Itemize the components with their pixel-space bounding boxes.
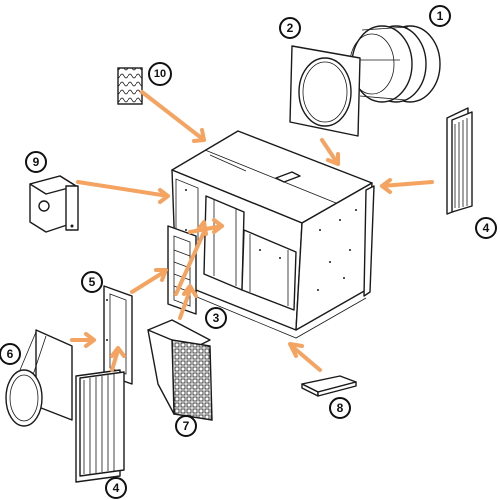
assembly-arrows	[70, 90, 434, 372]
arrow-3b	[188, 218, 224, 234]
flexible-duct-collar	[349, 25, 441, 103]
callout-4-right: 4	[475, 217, 497, 239]
arrow-6	[70, 332, 96, 348]
filter-frame	[103, 285, 133, 385]
callout-3: 3	[205, 307, 227, 329]
pleated-filter-bottom	[75, 369, 125, 483]
callout-9-label: 9	[33, 155, 40, 169]
callout-1: 1	[429, 5, 451, 27]
pleated-filter-right	[446, 107, 473, 215]
callout-7: 7	[175, 415, 197, 437]
fan-motor-unit	[29, 175, 79, 233]
callout-4-bottom-label: 4	[113, 481, 120, 495]
arrow-10	[140, 90, 206, 143]
arrow-9	[76, 180, 170, 204]
callout-labels: 1 2 3 4 4 5 6 7	[0, 5, 497, 499]
callout-5: 5	[81, 271, 103, 293]
insulation-panel	[117, 67, 143, 105]
arrow-2	[320, 138, 340, 166]
callout-6: 6	[0, 343, 21, 365]
perforated-grille-hood	[147, 319, 213, 421]
arrow-5	[130, 268, 168, 294]
arrow-8	[288, 342, 322, 372]
round-inlet-flange-plate	[289, 45, 361, 137]
transition-hood	[5, 329, 73, 427]
callout-9: 9	[25, 151, 47, 173]
pad-filter	[301, 375, 357, 397]
access-door-panel	[167, 225, 197, 315]
callout-6-label: 6	[7, 347, 14, 361]
callout-4-right-label: 4	[483, 221, 490, 235]
arrow-7	[178, 284, 198, 320]
callout-8: 8	[329, 397, 351, 419]
callout-8-label: 8	[337, 401, 344, 415]
callout-7-label: 7	[183, 419, 190, 433]
callout-1-label: 1	[437, 9, 444, 23]
main-cabinet	[171, 130, 375, 339]
callout-2: 2	[279, 17, 301, 39]
callout-5-label: 5	[89, 275, 96, 289]
callout-10-label: 10	[154, 68, 166, 80]
callout-10: 10	[148, 62, 172, 86]
arrow-4-right	[380, 178, 434, 194]
callout-4-bottom: 4	[105, 477, 127, 499]
callout-3-label: 3	[213, 311, 220, 325]
arrow-4-bottom	[110, 346, 126, 372]
callout-2-label: 2	[287, 21, 294, 35]
